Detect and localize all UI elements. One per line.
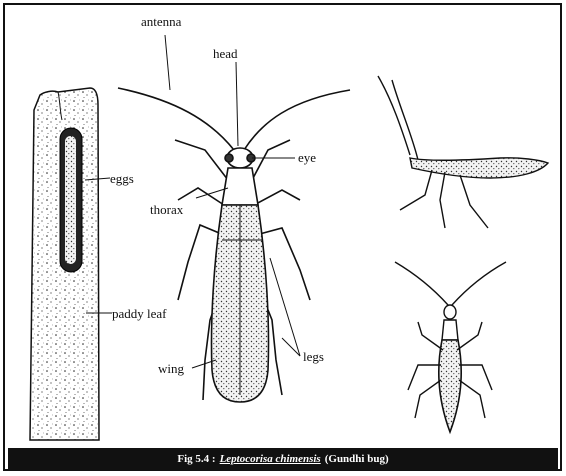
caption-common-name: (Gundhi bug) <box>325 453 389 465</box>
label-eye: eye <box>298 150 316 165</box>
label-thorax: thorax <box>150 202 184 217</box>
label-wing: wing <box>158 361 185 376</box>
label-antenna: antenna <box>141 14 182 29</box>
figure-caption: Fig 5.4 : Leptocorisa chimensis (Gundhi … <box>8 448 558 470</box>
paddy-leaf-drawing <box>30 88 99 440</box>
label-head: head <box>213 46 238 61</box>
caption-fig-number: Fig 5.4 : <box>177 453 215 465</box>
caption-scientific-name: Leptocorisa chimensis <box>220 453 321 465</box>
label-paddy-leaf: paddy leaf <box>112 306 167 321</box>
label-eggs: eggs <box>110 171 134 186</box>
gundhi-bug-side-view-drawing <box>378 76 548 228</box>
gundhi-bug-nymph-drawing <box>395 262 506 432</box>
label-legs: legs <box>303 349 324 364</box>
